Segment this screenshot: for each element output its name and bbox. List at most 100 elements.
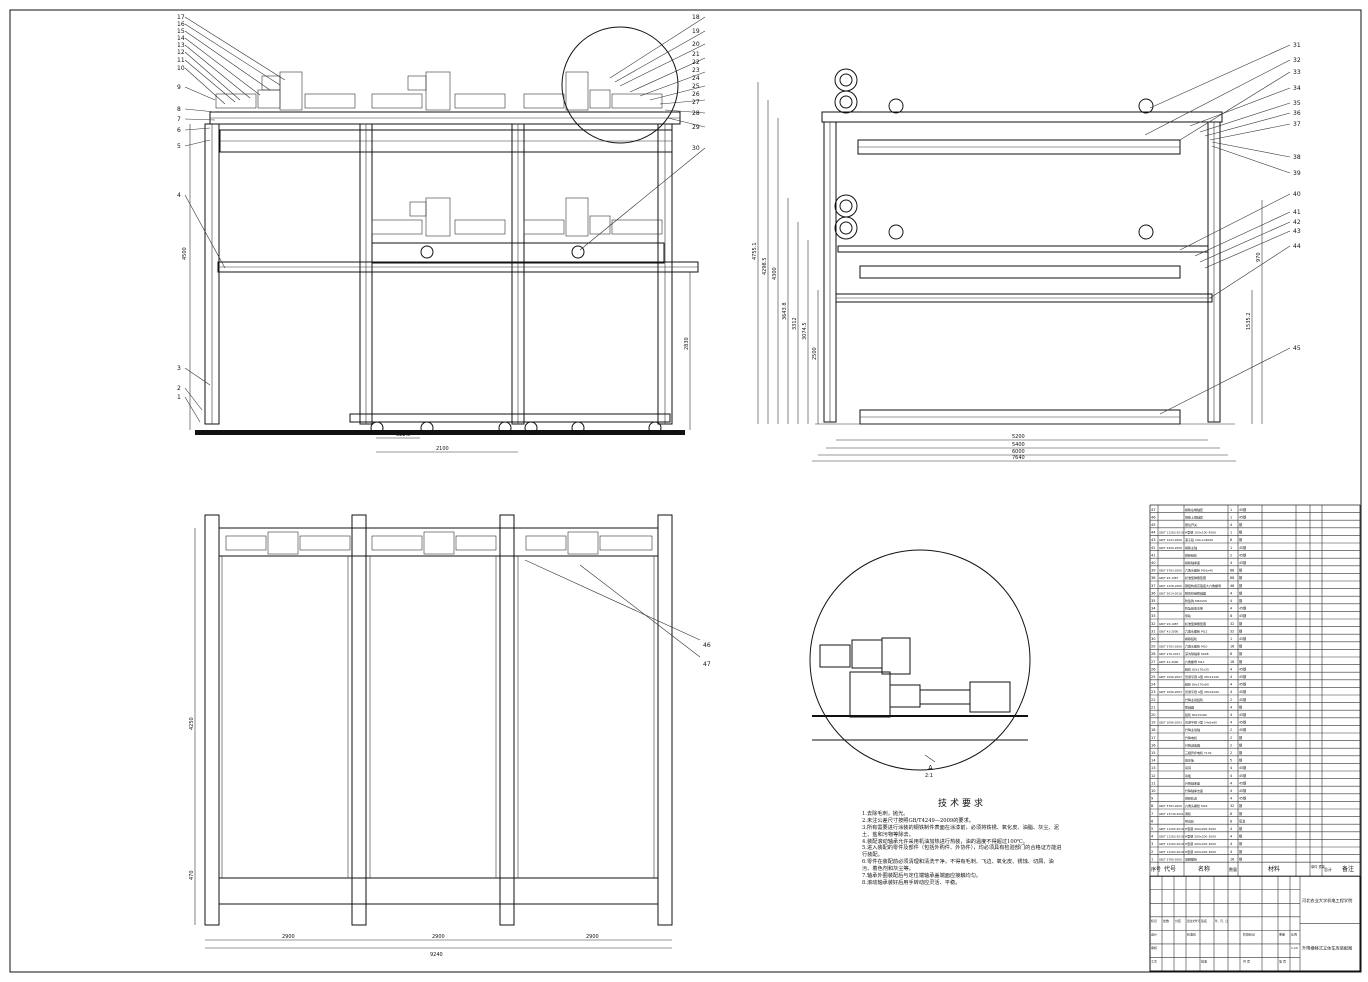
bom-cell-no: 26 xyxy=(1151,667,1156,671)
sign-label-process: 工艺 xyxy=(1151,958,1157,963)
bom-cell-code: GB/T 5014-2016 xyxy=(1159,591,1182,595)
sheet-border xyxy=(9,9,1362,973)
bom-cell-no: 25 xyxy=(1151,675,1156,679)
bom-cell-material: 钢 xyxy=(1239,849,1242,854)
leader-28: 28 xyxy=(692,110,700,117)
drawing-title: 升降横移式立体车库装配图 xyxy=(1302,944,1352,951)
detail-a-view: A 2:1 xyxy=(809,549,1031,779)
leader-44: 44 xyxy=(1293,243,1301,250)
bom-cell-material: 钢 xyxy=(1239,742,1242,747)
bom-cell-no: 6 xyxy=(1151,819,1154,823)
bom-header-total-weight: 总计 xyxy=(1324,866,1332,872)
leader-21: 21 xyxy=(692,51,700,58)
sign-scale-value: 1:20 xyxy=(1291,946,1298,950)
bom-cell-material: 45钢 xyxy=(1239,507,1246,512)
school-name: 河北农业大学机电工程学院 xyxy=(1302,897,1353,904)
bom-cell-code: GB/T 13740-2001 xyxy=(1159,812,1184,816)
bom-cell-material: 钢 xyxy=(1239,834,1242,839)
bom-cell-no: 45 xyxy=(1151,523,1156,527)
leader-23: 23 xyxy=(692,67,700,74)
bom-cell-name: 横移上端轴套 xyxy=(1185,514,1203,519)
bom-cell-material: 45钢 xyxy=(1239,545,1246,550)
technical-requirements: 技术要求 1.去除毛刺，抛光。 2.未注公差尺寸按照GB/T4249—2009的… xyxy=(862,800,1062,887)
bom-cell-material: 钢 xyxy=(1239,803,1242,808)
bom-cell-name: 六角头螺栓 M16 xyxy=(1185,803,1207,808)
dim-side-v4: 3312 xyxy=(792,317,798,330)
bom-cell-name: 吊板 xyxy=(1185,773,1191,778)
bom-cell-qty: 4 xyxy=(1230,705,1232,709)
tech-item: 6.零件在装配前必须清理和清洗干净，不得有毛刺、飞边、氧化皮、锈蚀、切屑、油污、… xyxy=(862,859,1054,873)
dim-plan-h2: 2900 xyxy=(586,934,599,940)
bom-cell-qty: 8 xyxy=(1230,652,1232,656)
leader-8: 8 xyxy=(177,106,181,113)
leader-9: 9 xyxy=(177,84,181,91)
sign-label-scale: 比例 xyxy=(1291,931,1297,936)
bom-cell-code: GB/T 41-2000 xyxy=(1159,629,1179,633)
bom-cell-material: 钢 xyxy=(1239,598,1242,603)
bom-cell-name: 横移轴承座 xyxy=(1185,560,1200,565)
bom-cell-material: 钢 xyxy=(1239,537,1242,542)
bom-cell-qty: 48 xyxy=(1230,584,1234,588)
bom-cell-material: 45钢 xyxy=(1239,613,1246,618)
bom-cell-qty: 4 xyxy=(1230,675,1232,679)
leader-33: 33 xyxy=(1293,69,1301,76)
bom-cell-qty: 4 xyxy=(1230,599,1232,603)
bom-cell-no: 43 xyxy=(1151,538,1156,542)
bom-cell-qty: 1 xyxy=(1230,515,1232,519)
bom-cell-no: 47 xyxy=(1151,508,1156,512)
leader-40: 40 xyxy=(1293,191,1301,198)
bom-cell-code: GB/T 276-2013 xyxy=(1159,652,1180,656)
bom-cell-material: 45钢 xyxy=(1239,720,1246,725)
bom-cell-name: 升降主动链轮 xyxy=(1185,697,1203,702)
bom-cell-qty: 4 xyxy=(1230,667,1232,671)
leader-15: 15 xyxy=(177,28,185,35)
bom-cell-material: 45钢 xyxy=(1239,560,1246,565)
bom-cell-name: 链轮 80x170x35 xyxy=(1185,666,1209,671)
sign-label-total-sheets: 共 页 xyxy=(1243,958,1250,963)
bom-cell-no: 40 xyxy=(1151,561,1156,565)
bom-cell-qty: 8 xyxy=(1230,538,1232,542)
bom-cell-code: GB/T 5780-2000 xyxy=(1159,857,1182,861)
bom-cell-qty: 88 xyxy=(1230,576,1234,580)
bom-cell-qty: 2 xyxy=(1230,751,1232,755)
dim-side-h2: 6000 xyxy=(1012,449,1025,455)
bom-cell-no: 35 xyxy=(1151,599,1156,603)
bom-cell-material: 钢 xyxy=(1239,628,1242,633)
bom-cell-name: 防坠装置支架 xyxy=(1185,606,1203,611)
leader-22: 22 xyxy=(692,59,700,66)
leader-18: 18 xyxy=(692,14,700,21)
dim-side-v7: 1535.2 xyxy=(1246,313,1252,331)
sign-label-review: 审核 xyxy=(1151,945,1157,950)
leader-42: 42 xyxy=(1293,219,1301,226)
bom-cell-no: 37 xyxy=(1151,584,1156,588)
bom-cell-name: 横移链轮 xyxy=(1185,552,1197,557)
sign-label-design: 设计 xyxy=(1151,931,1157,936)
leader-26: 26 xyxy=(692,91,700,98)
bom-cell-code: GB/T 1096-2003 xyxy=(1159,690,1182,694)
leader-11: 11 xyxy=(177,57,185,64)
bom-cell-material: 钢 xyxy=(1239,522,1242,527)
bom-cell-name: 三相异步电机 Y132 xyxy=(1185,750,1212,755)
sign-label-count: 处数 xyxy=(1163,918,1169,923)
bom-header-material: 材料 xyxy=(1268,865,1280,873)
bom-cell-name: 地脚螺栓 xyxy=(1185,856,1197,861)
bom-cell-no: 12 xyxy=(1151,774,1156,778)
bom-cell-code: GB/T 1096-2003 xyxy=(1159,721,1182,725)
sign-label-approve: 批准 xyxy=(1201,958,1207,963)
bom-cell-material: 45钢 xyxy=(1239,796,1246,801)
bom-cell-material: 钢 xyxy=(1239,826,1242,831)
sign-label-zone: 分区 xyxy=(1175,918,1181,923)
bom-cell-name: 标准型弹簧垫圈 xyxy=(1185,575,1206,580)
dim-plan-h3: 9240 xyxy=(430,952,443,958)
dim-plan-h0: 2900 xyxy=(282,934,295,940)
bom-cell-name: 深沟球轴承 6008 xyxy=(1185,651,1209,656)
leader-35: 35 xyxy=(1293,100,1301,107)
dim-side-v6: 2500 xyxy=(812,347,818,360)
bom-cell-material: 钢 xyxy=(1239,758,1242,763)
leader-16: 16 xyxy=(177,21,185,28)
bom-cell-code: GB/T 11263-2010 xyxy=(1159,842,1184,846)
dim-side-v1: 4298.5 xyxy=(762,258,768,276)
bom-cell-material: 钢 xyxy=(1239,811,1242,816)
detail-label: A xyxy=(928,764,933,772)
bom-cell-no: 18 xyxy=(1151,728,1156,732)
